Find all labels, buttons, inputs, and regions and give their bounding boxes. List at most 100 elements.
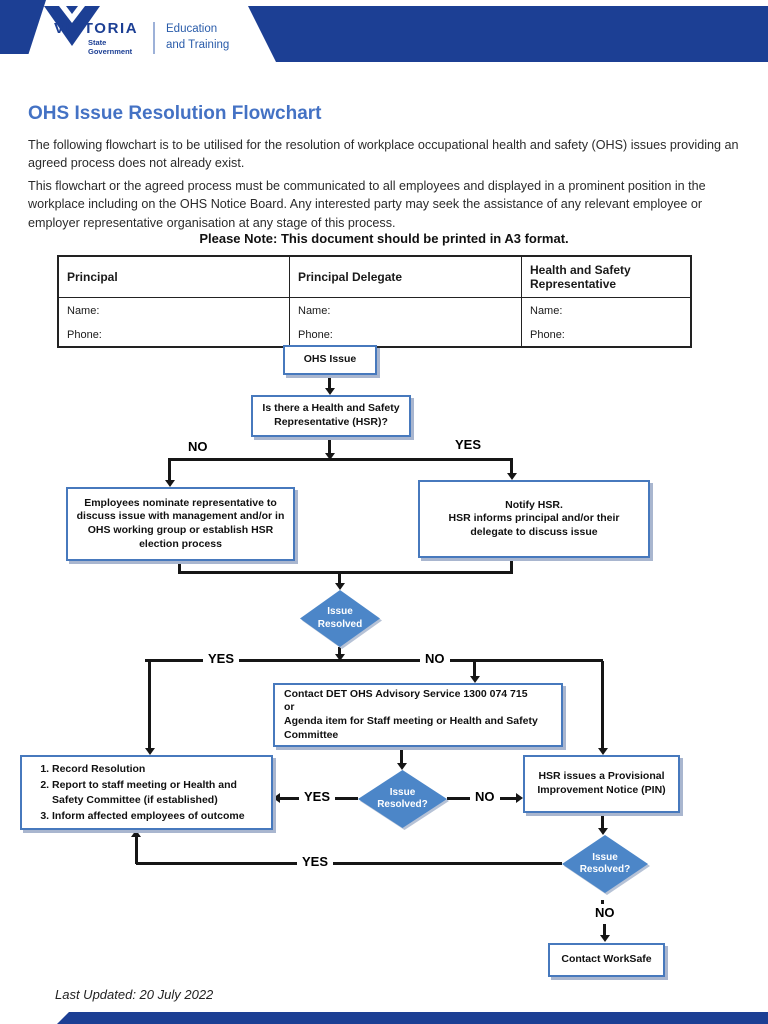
- contact-det-line2: or: [284, 701, 295, 714]
- record-item-1: Record Resolution: [52, 762, 265, 776]
- arrowhead-down: [325, 388, 335, 395]
- connector-merge-to-d1: [338, 571, 341, 584]
- label-no: NO: [470, 789, 500, 805]
- connector-split-horizontal: [170, 458, 512, 461]
- node-employees-nominate: Employees nominate representative to dis…: [66, 487, 295, 561]
- flowchart: OHS Issue Is there a Health and Safety R…: [0, 340, 768, 990]
- node-contact-worksafe: Contact WorkSafe: [548, 943, 665, 977]
- arrowhead-down: [397, 763, 407, 770]
- brand-sub-line2: Government: [88, 47, 133, 56]
- connector-yes-up-to-record: [135, 837, 138, 864]
- diamond-label: Issue Resolved?: [377, 786, 428, 811]
- table-body-row: Name: Phone: Name: Phone: Name: Phone:: [57, 297, 692, 348]
- header-right-band: [248, 6, 768, 62]
- connector-det-to-d2: [400, 747, 403, 764]
- col-header-hsr: Health and Safety Representative: [521, 255, 692, 298]
- connector-notify-down: [510, 558, 513, 573]
- contacts-table: Principal Principal Delegate Health and …: [57, 255, 692, 348]
- arrowhead-right: [516, 793, 523, 803]
- brand-state-government: State Government: [88, 38, 132, 56]
- last-updated: Last Updated: 20 July 2022: [55, 987, 214, 1002]
- node-pin: HSR issues a Provisional Improvement Not…: [523, 755, 680, 813]
- arrowhead-down: [165, 480, 175, 487]
- arrowhead-left: [273, 793, 280, 803]
- name-label: Name:: [67, 305, 100, 317]
- record-item-3: Inform affected employees of outcome: [52, 809, 265, 823]
- dept-line1: Education: [166, 23, 218, 35]
- node-contact-det: Contact DET OHS Advisory Service 1300 07…: [273, 683, 563, 747]
- contact-det-line3: Agenda item for Staff meeting or Health …: [284, 715, 538, 741]
- phone-label: Phone:: [298, 329, 333, 341]
- name-label: Name:: [530, 305, 563, 317]
- label-yes: YES: [450, 437, 487, 453]
- connector-ohs-to-hsr: [328, 375, 331, 389]
- cell-hsr: Name: Phone:: [521, 297, 692, 348]
- footer-band: [57, 1012, 768, 1024]
- victoria-triangle-icon: [44, 6, 100, 46]
- label-yes: YES: [203, 651, 240, 667]
- connector-yes-branch: [510, 458, 513, 474]
- connector-yes-to-record: [148, 661, 151, 749]
- label-yes: YES: [299, 789, 336, 805]
- brand-victoria: VICTORIA: [54, 20, 139, 37]
- name-label: Name:: [298, 305, 331, 317]
- header-divider: [153, 22, 155, 54]
- arrowhead-down: [470, 676, 480, 683]
- arrowhead-down: [325, 453, 335, 460]
- table-header-row: Principal Principal Delegate Health and …: [57, 255, 692, 298]
- diamond-label: Issue Resolved: [317, 606, 363, 630]
- connector-no-to-det: [473, 661, 476, 678]
- node-issue-resolved-1: Issue Resolved: [300, 590, 380, 647]
- connector-hsr-to-split: [328, 437, 331, 454]
- department-name: Education and Training: [166, 22, 229, 53]
- record-resolution-list: Record Resolution Report to staff meetin…: [28, 760, 265, 825]
- arrowhead-up: [131, 830, 141, 837]
- record-item-2: Report to staff meeting or Health and Sa…: [52, 778, 265, 806]
- arrowhead-down: [598, 748, 608, 755]
- diamond-label: Issue Resolved?: [579, 851, 631, 876]
- connector-d3-yes: [136, 862, 562, 865]
- arrowhead-down: [507, 473, 517, 480]
- node-ohs-issue: OHS Issue: [283, 345, 377, 375]
- page-title: OHS Issue Resolution Flowchart: [28, 103, 322, 124]
- col-header-principal: Principal: [57, 255, 290, 298]
- connector-emp-down: [178, 561, 181, 573]
- notify-hsr-line1: Notify HSR.: [505, 498, 563, 511]
- label-no: NO: [590, 905, 620, 921]
- print-note: Please Note: This document should be pri…: [199, 231, 569, 246]
- arrowhead-down: [335, 654, 345, 661]
- node-issue-resolved-2: Issue Resolved?: [358, 770, 447, 828]
- brand-sub-line1: State: [88, 38, 107, 47]
- contact-det-line1: Contact DET OHS Advisory Service 1300 07…: [284, 687, 528, 700]
- node-notify-hsr: Notify HSR. HSR informs principal and/or…: [418, 480, 650, 558]
- cell-principal: Name: Phone:: [57, 297, 290, 348]
- connector-no-to-worksafe: [603, 924, 606, 936]
- connector-d1-split: [145, 659, 603, 662]
- diamond-shape: Issue Resolved?: [358, 770, 447, 828]
- intro-paragraph-1: The following flowchart is to be utilise…: [28, 138, 739, 171]
- label-no: NO: [420, 651, 450, 667]
- header-left-band: [0, 0, 46, 54]
- diamond-shape: Issue Resolved: [300, 590, 380, 647]
- arrowhead-down: [335, 583, 345, 590]
- arrowhead-down: [600, 935, 610, 942]
- diamond-shape: Issue Resolved?: [562, 835, 648, 893]
- notify-hsr-line2: HSR informs principal and/or their deleg…: [448, 512, 620, 538]
- label-yes: YES: [297, 854, 334, 870]
- cell-principal-delegate: Name: Phone:: [289, 297, 522, 348]
- arrowhead-down: [145, 748, 155, 755]
- connector-no-branch: [168, 458, 171, 481]
- node-issue-resolved-3: Issue Resolved?: [562, 835, 648, 893]
- node-record-resolution: Record Resolution Report to staff meetin…: [20, 755, 273, 830]
- notify-hsr-text: Notify HSR. HSR informs principal and/or…: [426, 499, 642, 540]
- connector-d1-down: [338, 647, 341, 656]
- intro-paragraph-2: This flowchart or the agreed process mus…: [28, 179, 706, 230]
- connector-d3-no-stub: [601, 900, 604, 904]
- node-hsr-question: Is there a Health and Safety Representat…: [251, 395, 411, 437]
- col-header-principal-delegate: Principal Delegate: [289, 255, 522, 298]
- phone-label: Phone:: [530, 329, 565, 341]
- connector-pin-to-d3: [601, 813, 604, 829]
- arrowhead-down: [598, 828, 608, 835]
- phone-label: Phone:: [67, 329, 102, 341]
